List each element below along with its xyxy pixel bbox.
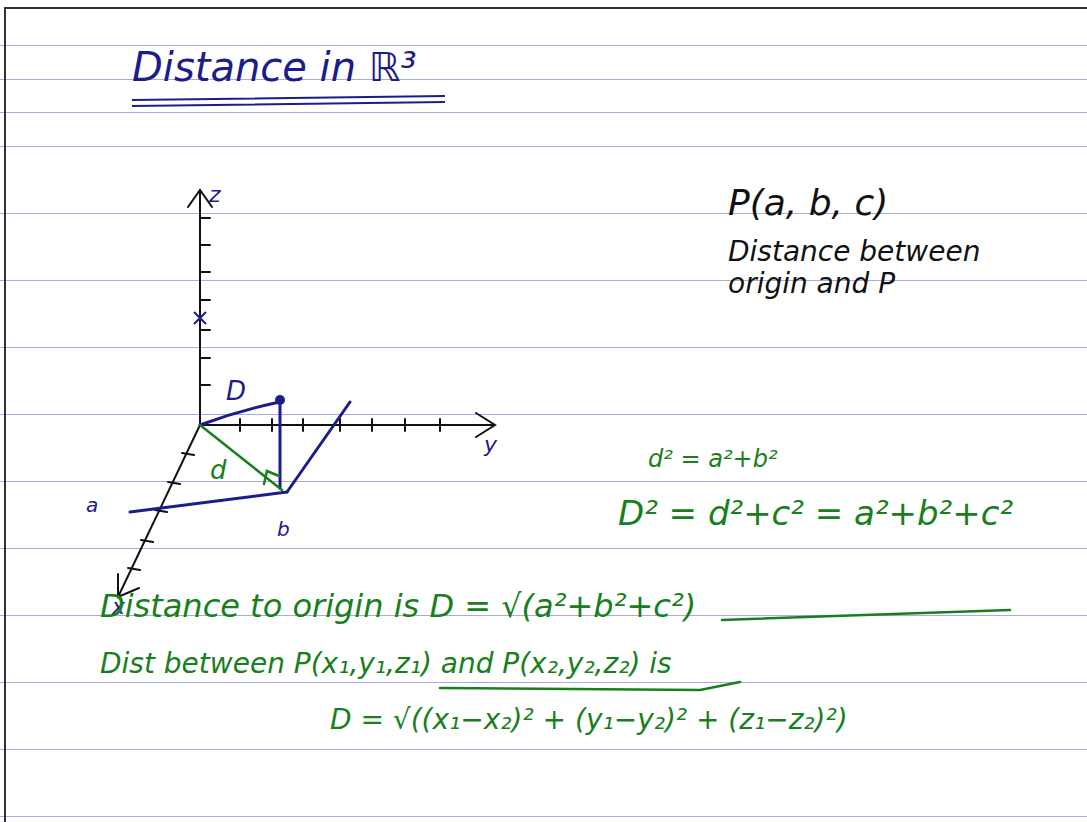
underline <box>440 682 740 690</box>
a-line <box>130 492 287 512</box>
point-label: b <box>277 518 290 541</box>
page-title: Distance in ℝ³ <box>132 44 417 90</box>
page-border <box>5 8 1087 822</box>
d-diagonal <box>200 425 282 490</box>
note: Distance between origin and P <box>728 236 1048 300</box>
formula: Dist between P(x₁,y₁,z₁) and P(x₂,y₂,z₂)… <box>100 648 672 680</box>
title-underline <box>132 96 445 106</box>
y-axis <box>200 413 495 437</box>
axis-label: z <box>209 182 221 207</box>
length-label: d <box>210 456 227 486</box>
right-angle <box>264 471 279 484</box>
construction-lines <box>130 402 350 512</box>
equation: d² = a²+b² <box>648 446 778 474</box>
axis-label: y <box>484 432 497 457</box>
formula: Distance to origin is D = √(a²+b²+c²) <box>100 588 696 625</box>
z-axis <box>188 190 212 425</box>
point-p <box>275 395 285 405</box>
z-mark <box>194 312 206 324</box>
equation: D² = d²+c² = a²+b²+c² <box>618 494 1013 533</box>
b-line <box>287 402 350 492</box>
z-ticks <box>200 218 210 385</box>
point-name: P(a, b, c) <box>728 182 888 223</box>
brace-line <box>722 610 1010 620</box>
y-ticks <box>240 419 440 431</box>
axes <box>118 190 495 597</box>
formula: D = √((x₁−x₂)² + (y₁−y₂)² + (z₁−z₂)²) <box>330 704 848 736</box>
point-label: a <box>86 494 98 517</box>
length-label: D <box>226 377 246 407</box>
